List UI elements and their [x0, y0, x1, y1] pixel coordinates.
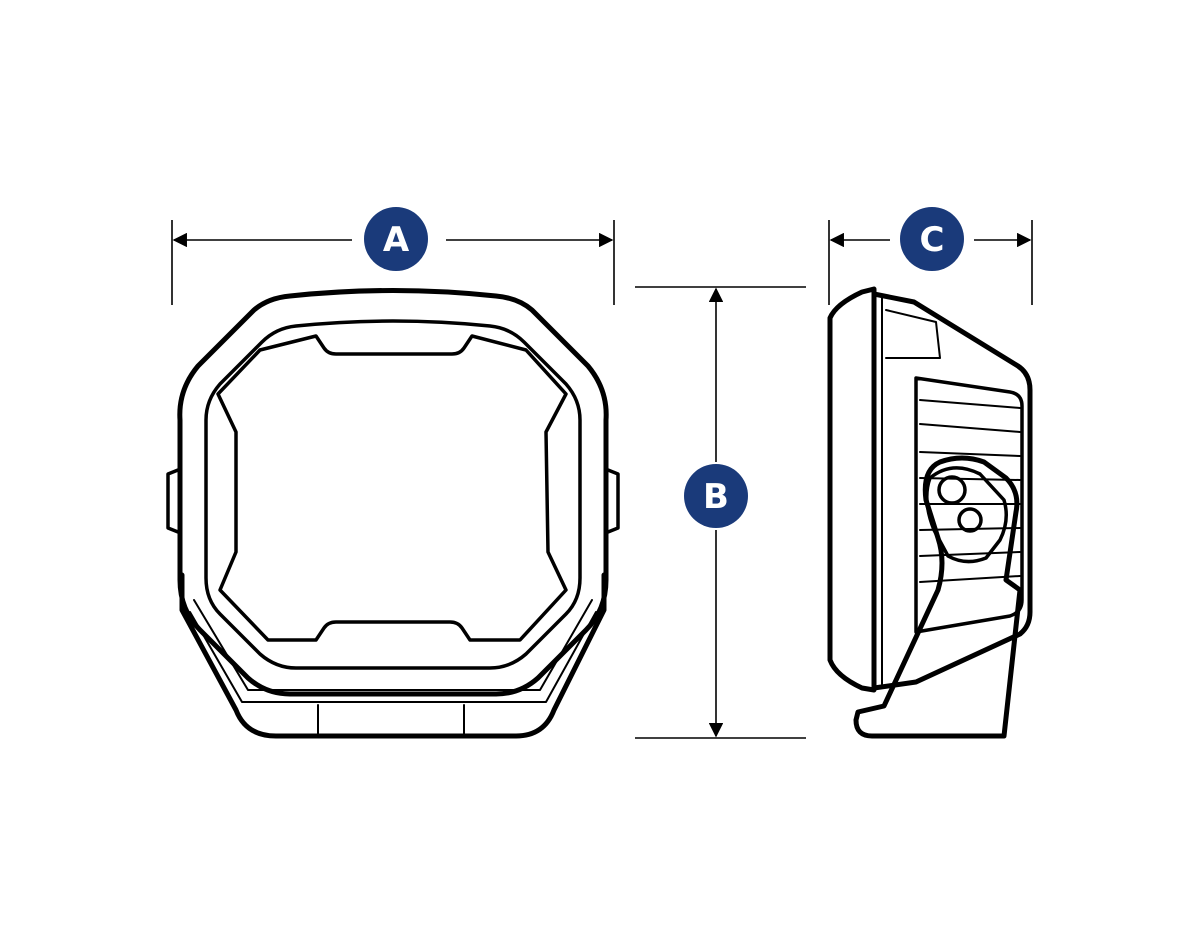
side-cooling-fins — [885, 309, 1024, 634]
dimension-c-label: C — [920, 220, 945, 260]
side-housing — [871, 291, 1033, 691]
dimension-c-badge: C — [900, 207, 964, 271]
dimension-a: A — [171, 207, 615, 305]
light-side-view — [827, 286, 1033, 739]
dimension-a-badge: A — [364, 207, 428, 271]
dimension-a-label: A — [383, 220, 410, 260]
front-nub-left — [166, 468, 180, 534]
front-outer-housing — [177, 288, 609, 697]
side-bezel — [827, 286, 877, 693]
dimension-b-badge: B — [684, 464, 748, 528]
light-front-view — [166, 288, 620, 739]
dimension-b-label: B — [703, 477, 729, 517]
dimension-c: C — [828, 207, 1033, 305]
front-bezel — [204, 319, 582, 670]
front-base-inner-line-2 — [193, 599, 593, 691]
side-mount-bolts — [925, 466, 1008, 564]
side-bolt-upper — [937, 475, 967, 505]
front-lens — [216, 334, 568, 642]
side-bolt-lower — [957, 507, 983, 533]
front-base-inner-line — [189, 611, 597, 703]
front-base — [179, 572, 607, 739]
dimension-b: B — [635, 286, 806, 739]
front-nub-right — [606, 468, 620, 534]
side-mount-bracket — [853, 455, 1023, 739]
